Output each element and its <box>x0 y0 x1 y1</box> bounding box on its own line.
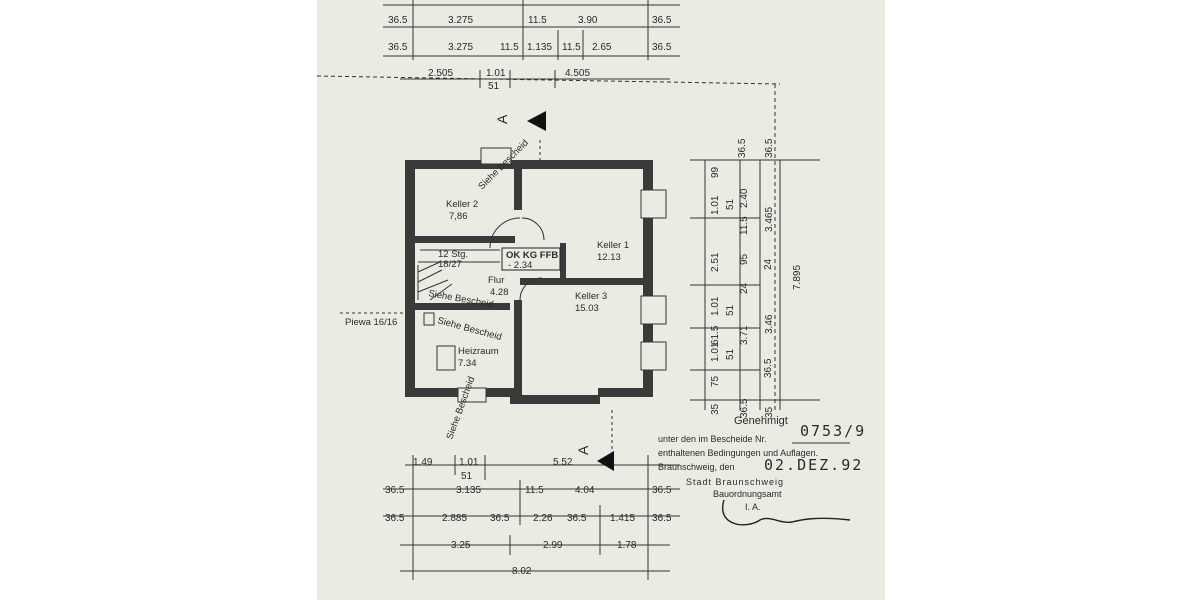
level-box-line2: - 2.34 <box>508 260 532 271</box>
room-keller2-name: Keller 2 <box>446 199 478 210</box>
bottom-dim-3-6: 1.415 <box>610 513 635 524</box>
room-flur-area: 4.28 <box>490 287 509 298</box>
stairs-sub: 18/27 <box>438 259 462 270</box>
right-dim-12: 75 <box>710 375 721 387</box>
bottom-dim-3-3: 36.5 <box>490 513 510 524</box>
room-keller1-name: Keller 1 <box>597 240 629 251</box>
top-dim-1-1: 36.5 <box>388 15 408 26</box>
bottom-dim-3-1: 36.5 <box>385 513 405 524</box>
room-keller3-name: Keller 3 <box>575 291 607 302</box>
siehe-bescheid-3: Siehe Bescheid <box>436 315 503 343</box>
top-dim-2-4: 1.135 <box>527 42 552 53</box>
room-flur-name: Flur <box>488 275 504 286</box>
bottom-dim-3-7: 36.5 <box>652 513 672 524</box>
room-heizraum-area: 7.34 <box>458 358 477 369</box>
stamp-city: Stadt Braunschweig <box>686 477 784 487</box>
stairs-label: 12 Stg. <box>438 249 468 260</box>
room-keller3-area: 15.03 <box>575 303 599 314</box>
right-dim-18: 3.71 <box>739 325 750 345</box>
bottom-dim-1-2: 1.01 <box>459 457 479 468</box>
bottom-dim-2-4: 4.04 <box>575 485 595 496</box>
stamp-title: Genehmigt <box>734 415 788 427</box>
right-dim-6: 24 <box>739 282 750 294</box>
piewa-label: Piewa 16/16 <box>345 317 397 328</box>
signature <box>721 499 851 526</box>
bottom-dim-3-2: 2.885 <box>442 513 467 524</box>
right-dim-11: 51 <box>725 348 736 360</box>
room-keller2-area: 7,86 <box>449 211 468 222</box>
bottom-dim-1-1: 1.49 <box>413 457 433 468</box>
bottom-dim-total: 8.02 <box>512 566 532 577</box>
right-dim-17: 24 <box>763 258 774 270</box>
right-dim-14: 36.5 <box>737 138 748 158</box>
right-dim-21: 36.5 <box>764 138 775 158</box>
top-dim-1-5: 36.5 <box>652 15 672 26</box>
stamp-ia: I. A. <box>745 502 761 512</box>
right-dim-8: 51 <box>725 304 736 316</box>
right-dim-13: 35 <box>710 403 721 415</box>
right-dim-7: 1.01 <box>710 296 721 316</box>
right-dim-total: 7.895 <box>792 265 803 290</box>
right-dim-22: 3.465 <box>764 207 775 232</box>
right-dim-4: 2.51 <box>710 252 721 272</box>
bottom-dim-1-3: 5.52 <box>553 457 573 468</box>
top-dim-1-2: 3.275 <box>448 15 473 26</box>
room-keller1-area: 12.13 <box>597 252 621 263</box>
right-dim-15: 11.5 <box>739 216 750 235</box>
right-dim-5: 95 <box>739 253 750 265</box>
level-box-line1: OK KG FFB <box>506 250 558 261</box>
bottom-dim-2-2: 3.135 <box>456 485 481 496</box>
right-dim-10: 1.01 <box>710 342 721 362</box>
bottom-dim-1-sub: 51 <box>461 471 473 482</box>
top-dim-2-6: 2.65 <box>592 42 612 53</box>
bottom-dim-2-3: 11.5 <box>525 485 544 496</box>
bottom-dim-4-2: 2.99 <box>543 540 563 551</box>
section-marker-top: A <box>494 114 510 124</box>
top-dim-2-5: 11.5 <box>562 42 581 53</box>
bottom-dim-2-5: 36.5 <box>652 485 672 496</box>
top-dim-3-sub: 51 <box>488 81 500 92</box>
bottom-dim-3-5: 36.5 <box>567 513 587 524</box>
top-dim-2-2: 3.275 <box>448 42 473 53</box>
right-dim-3: 51 <box>725 198 736 210</box>
right-dim-19: 36.5 <box>763 358 774 378</box>
top-dim-2-3: 11.5 <box>500 42 519 53</box>
top-dim-1-4: 3.90 <box>578 15 598 26</box>
room-heizraum-name: Heizraum <box>458 346 499 357</box>
right-dim-1: 99 <box>710 166 721 178</box>
right-dim-16: 2.40 <box>739 188 750 208</box>
stamp-office: Bauordnungsamt <box>713 489 782 499</box>
right-dim-23: 3.46 <box>764 314 775 334</box>
stamp-number: 0753/9 <box>800 422 866 440</box>
right-dim-20: 36.5 <box>739 398 750 418</box>
stamp-line3: Braunschweig, den <box>658 462 735 472</box>
top-dim-3-1: 2.505 <box>428 68 453 79</box>
top-dim-2-7: 36.5 <box>652 42 672 53</box>
stamp-date: 02.DEZ.92 <box>764 456 863 474</box>
bottom-dim-3-4: 2.26 <box>533 513 553 524</box>
top-dim-3-3: 4.505 <box>565 68 590 79</box>
top-dim-1-3: 11.5 <box>528 15 547 26</box>
section-marker-bottom: A <box>575 445 591 455</box>
top-dim-2-1: 36.5 <box>388 42 408 53</box>
bottom-dim-4-1: 3.25 <box>451 540 471 551</box>
stamp-line1: unter den im Bescheide Nr. <box>658 434 767 444</box>
bottom-dim-4-3: 1.78 <box>617 540 637 551</box>
top-dim-3-2: 1.01 <box>486 68 506 79</box>
bottom-dim-2-1: 36.5 <box>385 485 405 496</box>
siehe-bescheid-4: Siehe Bescheid <box>444 375 477 441</box>
right-dim-9: 61.5 <box>710 325 721 345</box>
stamp-line2: enthaltenen Bedingungen und Auflagen. <box>658 448 818 458</box>
right-dim-2: 1.01 <box>710 195 721 215</box>
right-dim-24: 35 <box>764 406 775 418</box>
